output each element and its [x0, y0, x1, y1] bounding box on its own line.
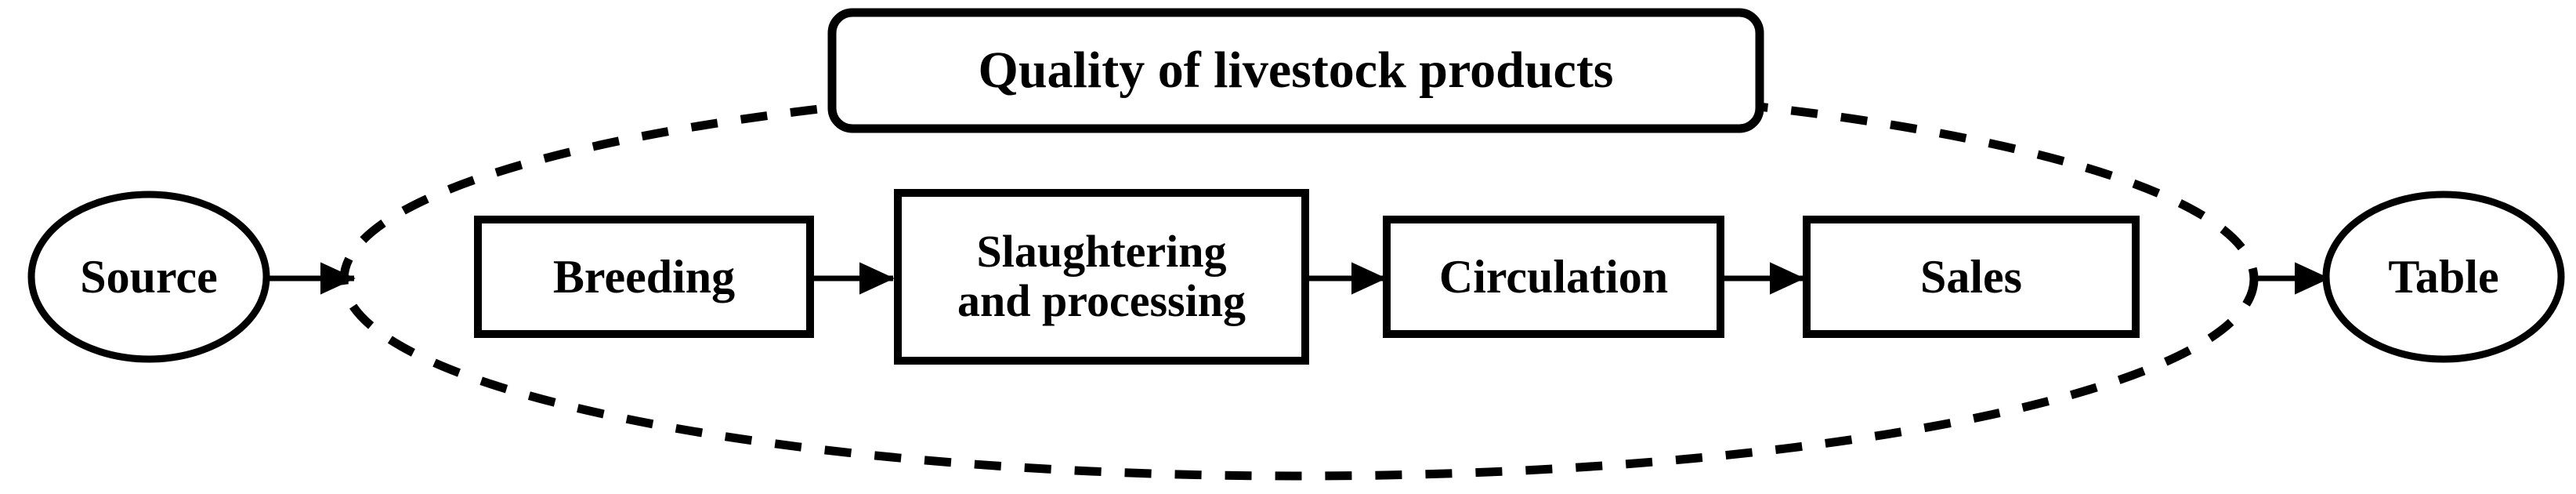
sales-node-shape[interactable] — [1803, 216, 2140, 338]
quality-title-box-shape[interactable] — [827, 8, 1764, 133]
breeding-node-shape[interactable] — [474, 216, 814, 338]
table-node-shape[interactable] — [2322, 191, 2565, 363]
circulation-node-shape[interactable] — [1383, 216, 1724, 338]
source-node-shape[interactable] — [27, 191, 270, 363]
slaughtering-node-shape[interactable] — [894, 189, 1309, 365]
